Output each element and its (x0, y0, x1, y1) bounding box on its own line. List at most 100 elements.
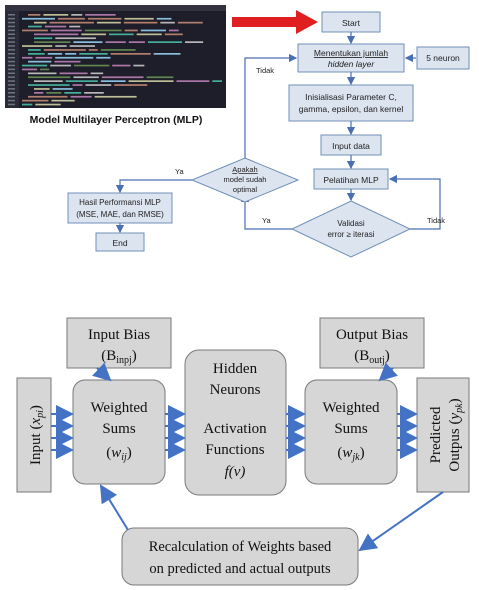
code-line-segment (34, 41, 71, 43)
svg-text:Apakah: Apakah (232, 165, 257, 174)
code-line-number (8, 95, 15, 98)
code-line-segment (47, 53, 63, 55)
code-line-segment (28, 14, 41, 16)
code-line-segment (100, 49, 136, 51)
code-line-segment (156, 17, 172, 20)
svg-text:Output Bias: Output Bias (336, 327, 408, 343)
input-box: Input (xpi) (16, 377, 52, 493)
code-line-segment (146, 76, 174, 79)
code-line-segment (49, 21, 94, 24)
code-line-number (8, 45, 15, 47)
code-line-segment (55, 56, 94, 59)
svg-text:Sums: Sums (334, 421, 368, 437)
svg-text:Activation: Activation (203, 421, 267, 437)
code-line-segment (114, 84, 148, 86)
code-line-segment (147, 41, 183, 43)
code-line-segment (84, 29, 122, 32)
code-line-segment (34, 80, 63, 82)
svg-text:Input (xpi): Input (xpi) (28, 405, 46, 465)
end-node: End (95, 232, 145, 252)
input-data-node: Input data (320, 134, 382, 156)
code-line-segment (22, 17, 55, 20)
code-line-segment (101, 76, 144, 79)
code-line-segment (81, 33, 106, 36)
code-line-number (8, 29, 15, 32)
code-line-number (8, 33, 15, 35)
label-tidak-right: Tidak (427, 216, 445, 225)
code-line-number (8, 68, 15, 71)
code-line-segment (73, 64, 110, 67)
code-line-number (8, 84, 15, 86)
label-tidak-top: Tidak (256, 66, 274, 75)
code-line-number (8, 103, 15, 106)
code-line-segment (46, 92, 62, 94)
code-line-segment (136, 33, 162, 36)
code-line-segment (128, 80, 174, 82)
code-line-segment (128, 41, 145, 43)
code-line-segment (123, 21, 158, 24)
code-line-segment (50, 29, 82, 32)
svg-text:Menentukan jumlah: Menentukan jumlah (314, 48, 388, 58)
code-line-number (8, 80, 15, 82)
label-ya-left: Ya (175, 167, 184, 176)
code-line-segment (73, 41, 103, 43)
start-node: Start (321, 11, 381, 33)
code-line-segment (28, 95, 68, 98)
code-line-segment (160, 21, 175, 24)
code-line-number (8, 92, 15, 94)
svg-text:Predicted: Predicted (428, 406, 444, 463)
code-line-number (8, 37, 15, 39)
code-line-segment (34, 92, 44, 94)
code-line-segment (28, 53, 45, 55)
code-line-segment (34, 33, 79, 36)
code-line-segment (28, 72, 57, 75)
code-line-segment (153, 53, 181, 55)
code-line-segment (44, 25, 67, 28)
svg-text:(wjk): (wjk) (337, 445, 364, 463)
code-line-segment (176, 80, 210, 82)
code-line-segment (71, 14, 83, 16)
code-line-segment (50, 64, 71, 67)
code-line-segment (124, 17, 154, 20)
code-line-number (8, 76, 15, 78)
code-line-number (8, 53, 15, 55)
svg-text:5 neuron: 5 neuron (426, 53, 460, 63)
code-line-segment (72, 84, 83, 86)
code-line-segment (22, 29, 48, 32)
svg-text:Inisialisasi Parameter C,: Inisialisasi Parameter C, (305, 92, 397, 102)
code-line-segment (34, 88, 50, 90)
code-line-segment (85, 84, 112, 86)
code-line-segment (54, 60, 81, 63)
svg-text:error ≥ iterasi: error ≥ iterasi (327, 230, 374, 239)
code-caption: Model Multilayer Perceptron (MLP) (30, 114, 203, 126)
code-line-segment (100, 80, 126, 82)
svg-text:Sums: Sums (102, 421, 136, 437)
code-line-segment (73, 76, 99, 79)
svg-text:Weighted: Weighted (90, 400, 148, 416)
code-line-segment (90, 72, 104, 75)
flow-arrows (51, 362, 444, 552)
code-line-segment (51, 99, 75, 102)
code-line-segment (43, 49, 86, 51)
code-line-segment (22, 56, 33, 59)
svg-text:hidden layer: hidden layer (328, 59, 375, 69)
code-line-segment (110, 53, 151, 55)
svg-text:model sudah: model sudah (224, 175, 267, 184)
code-line-number (8, 60, 15, 63)
code-line-segment (124, 29, 138, 32)
weighted-sums-1: Weighted Sums (wij) (72, 379, 166, 485)
code-line-segment (85, 14, 116, 16)
svg-text:Weighted: Weighted (322, 400, 380, 416)
svg-text:End: End (112, 238, 127, 248)
code-line-number (8, 25, 15, 28)
code-line-segment (22, 64, 48, 67)
code-line-segment (22, 103, 33, 106)
code-screenshot (5, 5, 226, 108)
code-line-segment (43, 14, 69, 16)
code-line-segment (35, 103, 61, 106)
code-line-number (8, 64, 15, 67)
predicted-outputs-box: Predicted Outpus (ypk) (416, 377, 470, 493)
svg-text:(MSE, MAE, dan RMSE): (MSE, MAE, dan RMSE) (76, 210, 164, 219)
validation-decision: Validasi error ≥ iterasi (290, 200, 412, 258)
